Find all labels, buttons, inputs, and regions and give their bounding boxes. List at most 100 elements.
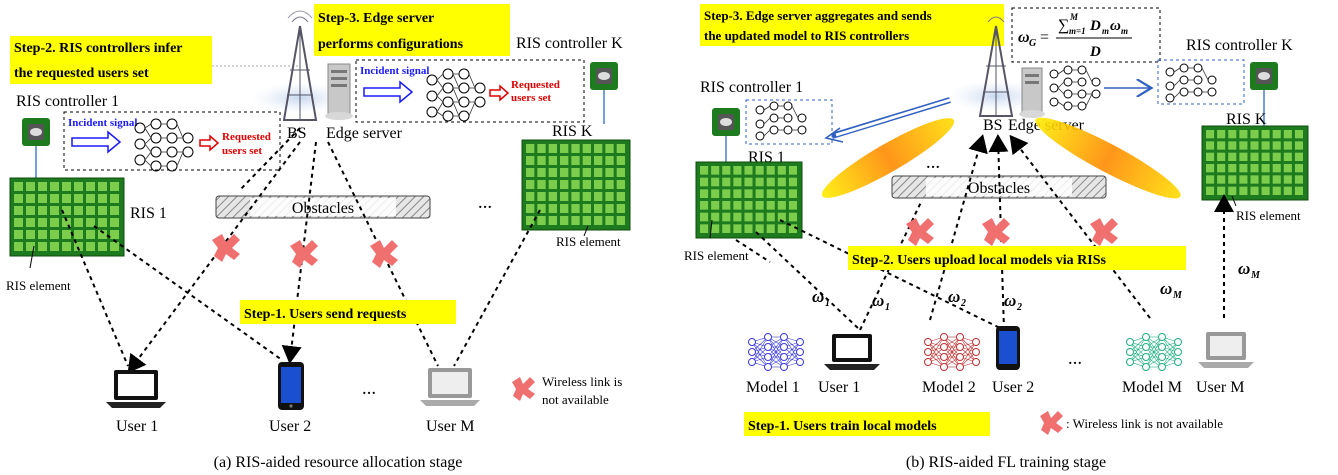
- links-left: [61, 127, 541, 374]
- ris-element-cell: [1294, 130, 1303, 139]
- ris-element-cell: [733, 201, 742, 210]
- ris-element-cell: [777, 166, 786, 175]
- ris-element-cell: [110, 230, 119, 239]
- ris-element-cell: [1272, 141, 1281, 150]
- ris-element-cell: [1239, 186, 1248, 195]
- ris-element-cell: [548, 204, 557, 213]
- ris-element-cell: [1239, 175, 1248, 184]
- ris-element-cell: [74, 206, 83, 215]
- ris-element-cell: [526, 156, 535, 165]
- ris-element-cell: [110, 182, 119, 191]
- neural-net-server-icon: [1049, 65, 1101, 111]
- ris-element-cell: [1283, 175, 1292, 184]
- ris-element-cell: [1283, 164, 1292, 173]
- ris-element-cell: [616, 204, 625, 213]
- ris-element-cell: [74, 194, 83, 203]
- requested-arrow-1: [199, 134, 220, 152]
- ris-element-cell: [788, 166, 797, 175]
- ris-element-cell: [38, 242, 47, 251]
- ris-element-cell: [605, 168, 614, 177]
- step3-label-line2: performs configurations: [318, 37, 464, 52]
- ris-element-cell: [777, 212, 786, 222]
- requested-k-line1: Requested: [511, 79, 560, 91]
- bs-b-label: BS: [983, 117, 1003, 134]
- ris-element-cell: [571, 216, 580, 225]
- ris-element-cell: [594, 180, 603, 189]
- neural-net-k-icon: [426, 68, 486, 122]
- ris-element-cell: [788, 224, 797, 233]
- obstacles-b-label: Obstacles: [968, 180, 1030, 197]
- step2-highlight: [10, 36, 212, 84]
- legend-b-cross-icon: [1040, 411, 1063, 435]
- ris-element-cell: [1239, 130, 1248, 139]
- model-1-label: Model 1: [746, 379, 800, 396]
- model-m-label: Model M: [1122, 379, 1182, 396]
- ris-element-cell: [711, 189, 720, 198]
- users-ellipsis: …: [362, 383, 376, 398]
- ris-element-cell: [722, 224, 731, 233]
- svg-text:ω: ω: [1018, 29, 1030, 46]
- laptop-m-icon: [420, 368, 480, 406]
- ris-element-cell: [50, 182, 59, 191]
- ris-element-cell: [1250, 141, 1259, 150]
- ris-element-cell: [1261, 141, 1270, 150]
- ris-element-cell: [1206, 141, 1215, 150]
- edge-server-b-icon: [1019, 67, 1045, 118]
- ris-element-cell: [1261, 175, 1270, 184]
- ris-element-cell: [1228, 175, 1237, 184]
- ris-element-cell: [605, 216, 614, 225]
- ris-element-cell: [733, 224, 742, 233]
- ris-element-cell: [526, 204, 535, 213]
- svg-text:1: 1: [885, 302, 890, 313]
- ris-element-cell: [605, 192, 614, 201]
- ris-element-cell: [1206, 130, 1215, 139]
- user-1-label: User 1: [116, 418, 158, 435]
- caption-b: (b) RIS-aided FL training stage: [906, 454, 1106, 471]
- ris-element-cell: [594, 144, 603, 153]
- ris-element-cell: [1272, 164, 1281, 173]
- ris-element-cell: [744, 201, 753, 210]
- step1-label: Step-1. Users send requests: [244, 307, 407, 322]
- step2-label-line2: the requested users set: [14, 66, 149, 81]
- ris-element-cell: [98, 194, 107, 203]
- svg-text:M: M: [1250, 270, 1261, 281]
- ris-element-cell: [711, 224, 720, 233]
- ris-controller-1-b-chip-icon: [712, 108, 740, 136]
- ris-element-cell: [788, 177, 797, 187]
- step2-b-highlight: [848, 246, 1186, 270]
- model-1-nn-icon: [748, 333, 804, 371]
- ris-element-cell: [1294, 186, 1303, 195]
- svg-text:2: 2: [960, 298, 966, 309]
- ris-element-cell: [74, 218, 83, 227]
- ris-element-cell: [74, 230, 83, 239]
- ris-element-cell: [766, 201, 775, 210]
- ris-element-cell: [1250, 186, 1259, 195]
- ris-element-cell: [110, 194, 119, 203]
- legend-line2: not available: [542, 392, 609, 407]
- ris-element-cell: [777, 224, 786, 233]
- ris-element-cell: [594, 204, 603, 213]
- ris-element-cell: [26, 182, 35, 191]
- ris-element-cell: [1206, 164, 1215, 173]
- ris-element-cell: [1206, 152, 1215, 161]
- cross-icon-b-3: [1090, 218, 1118, 246]
- ris-controller-k-label: RIS controller K: [516, 35, 623, 52]
- model-2-nn-icon: [924, 333, 980, 371]
- nn-box-k: [1157, 59, 1245, 105]
- ris-element-cell: [582, 168, 591, 177]
- step3-b-line1: Step-3. Edge server aggregates and sends: [704, 8, 932, 23]
- ris-element-cell: [548, 144, 557, 153]
- ris-element-cell: [526, 144, 535, 153]
- ris-element-cell: [14, 242, 23, 251]
- ris-element-cell: [548, 180, 557, 189]
- ris-element-cell: [1228, 130, 1237, 139]
- ris-element-cell: [1283, 152, 1292, 161]
- svg-text:M: M: [1069, 12, 1079, 22]
- ris-element-cell: [777, 189, 786, 198]
- ris-element-cell: [50, 206, 59, 215]
- ris-element-cell: [755, 177, 764, 187]
- ris-element-cell: [582, 192, 591, 201]
- ris-element-cell: [560, 216, 569, 225]
- ris-element-cell: [560, 204, 569, 213]
- ris-element-cell: [755, 189, 764, 198]
